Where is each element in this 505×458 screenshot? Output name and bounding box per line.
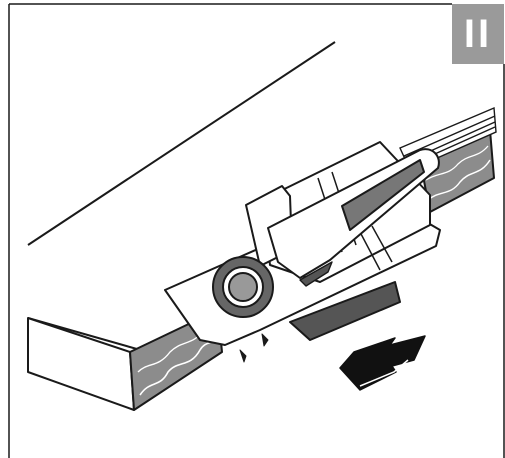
- lever-grip: [341, 159, 425, 231]
- guide-rail: [289, 281, 401, 341]
- edge-trimmer-tool: [164, 141, 441, 363]
- step-label: II: [463, 11, 493, 56]
- worktop-panel: [27, 41, 495, 411]
- worktop-back-edge: [27, 41, 336, 246]
- step-badge: II: [452, 4, 504, 64]
- frame-border: [8, 3, 505, 458]
- worktop-edge-band: [27, 317, 135, 411]
- arrow-left-down-icon: [339, 335, 426, 391]
